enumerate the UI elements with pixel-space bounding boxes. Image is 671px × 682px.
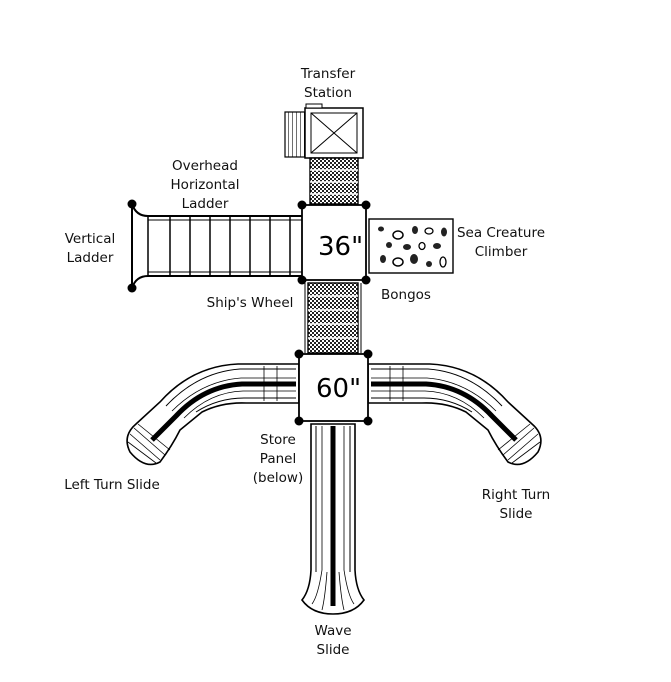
upper-walkway <box>309 157 359 205</box>
overhead-horizontal-ladder <box>127 199 302 293</box>
store-panel-label: Store Panel (below) <box>252 432 304 486</box>
lower-deck <box>294 349 373 426</box>
ships-wheel-label: Ship's Wheel <box>206 295 294 311</box>
lower-walkway <box>304 282 362 354</box>
right-turn-slide <box>367 363 542 466</box>
transfer-station <box>284 103 364 159</box>
overhead-horizontal-ladder-label: Overhead Horizontal Ladder <box>170 158 240 212</box>
sea-creature-climber-label: Sea Creature Climber <box>456 225 546 260</box>
bongos-label: Bongos <box>381 287 431 303</box>
wave-slide <box>300 423 366 615</box>
vertical-ladder-label: Vertical Ladder <box>64 231 116 266</box>
left-turn-slide-label: Left Turn Slide <box>64 477 160 493</box>
lower-deck-height: 60" <box>316 374 362 404</box>
upper-deck-height: 36" <box>318 232 364 262</box>
sea-creature-climber <box>368 218 454 274</box>
wave-slide-label: Wave Slide <box>314 623 352 658</box>
upper-deck <box>297 200 371 285</box>
transfer-station-label: Transfer Station <box>300 66 356 101</box>
right-turn-slide-label: Right Turn Slide <box>481 487 551 522</box>
left-turn-slide <box>126 363 300 466</box>
